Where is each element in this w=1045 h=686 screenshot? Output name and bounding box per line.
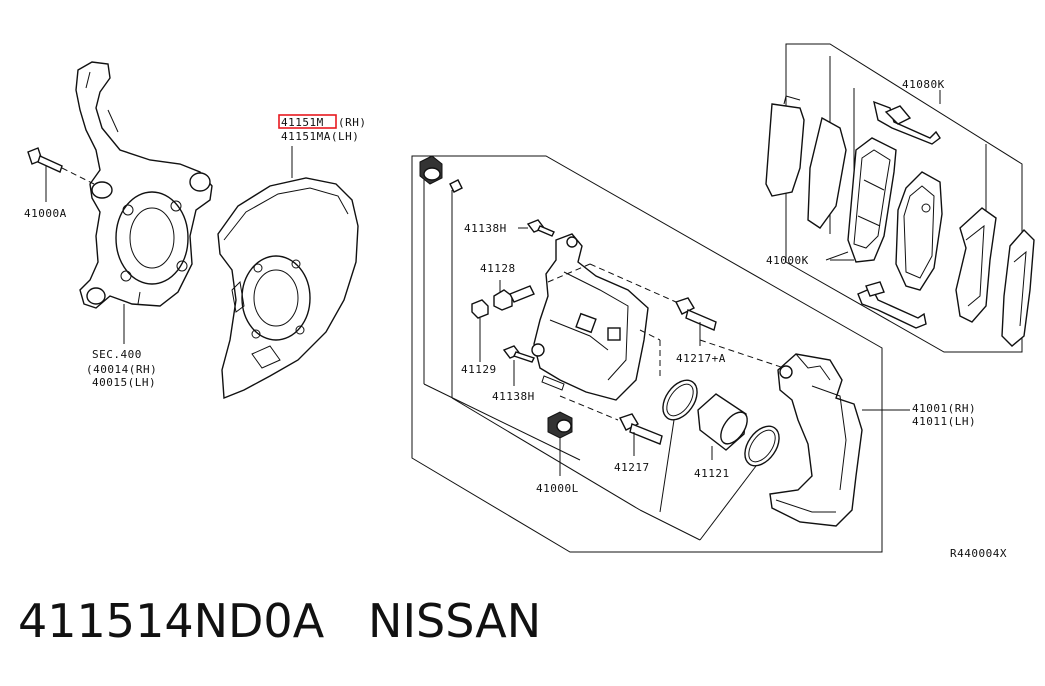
label-41129: 41129 [461, 363, 497, 376]
brake-pad-inner [895, 171, 943, 291]
pad-shim-outer [765, 95, 805, 197]
label-41128: 41128 [480, 262, 516, 275]
brand-name: NISSAN [368, 594, 542, 648]
steering-knuckle [75, 61, 213, 309]
part-number: 411514ND0A [18, 594, 325, 648]
piston-ring [659, 379, 698, 513]
pad-shim-inner [807, 116, 847, 229]
piston [697, 393, 748, 460]
label-41217: 41217 [614, 461, 650, 474]
label-41217A: 41217+A [676, 352, 726, 365]
label-sec400: SEC.400 [92, 348, 142, 361]
highlight-box [278, 114, 337, 129]
label-41151M: 41151M [281, 116, 324, 129]
brake-pad-outer [847, 137, 897, 263]
caliper-bolt-bottom [502, 345, 535, 386]
label-41000A: 41000A [24, 207, 67, 220]
pad-backing-shim-2 [1001, 228, 1035, 347]
label-41011: 41011(LH) [912, 415, 976, 428]
dust-shield [217, 177, 359, 400]
leader-41000K [825, 251, 849, 261]
guide-pin-lower [619, 413, 663, 456]
label-41151MA: 41151MA(LH) [281, 130, 359, 143]
caliper-body [531, 233, 791, 421]
guide-pin-upper [675, 297, 717, 346]
piston-boot-ring [699, 425, 780, 541]
label-41121: 41121 [694, 467, 730, 480]
caliper-bolt-top [518, 219, 555, 237]
piston-seal-boot [547, 411, 573, 476]
guide-pin-boot [419, 155, 463, 193]
label-41080K: 41080K [902, 78, 945, 91]
diagram-reference-code: R440004X [950, 547, 1007, 560]
part-caption: 411514ND0A NISSAN [18, 598, 541, 644]
caliper-assembly-frame [411, 155, 883, 553]
label-40014: (40014(RH) [86, 363, 157, 376]
bleeder-screw [493, 280, 535, 311]
knuckle-bolt [27, 147, 95, 202]
label-41000L: 41000L [536, 482, 579, 495]
bleeder-cap [471, 299, 489, 362]
label-41138H-bot: 41138H [492, 390, 535, 403]
label-41138H-top: 41138H [464, 222, 507, 235]
pad-backing-shim-1 [955, 207, 997, 323]
pad-clip-upper [873, 100, 941, 145]
caliper-bracket [769, 353, 910, 527]
label-41000K: 41000K [766, 254, 809, 267]
pad-clip-lower [857, 281, 927, 329]
label-41001: 41001(RH) [912, 402, 976, 415]
label-40015: 40015(LH) [92, 376, 156, 389]
label-41151M-side: (RH) [338, 116, 367, 129]
